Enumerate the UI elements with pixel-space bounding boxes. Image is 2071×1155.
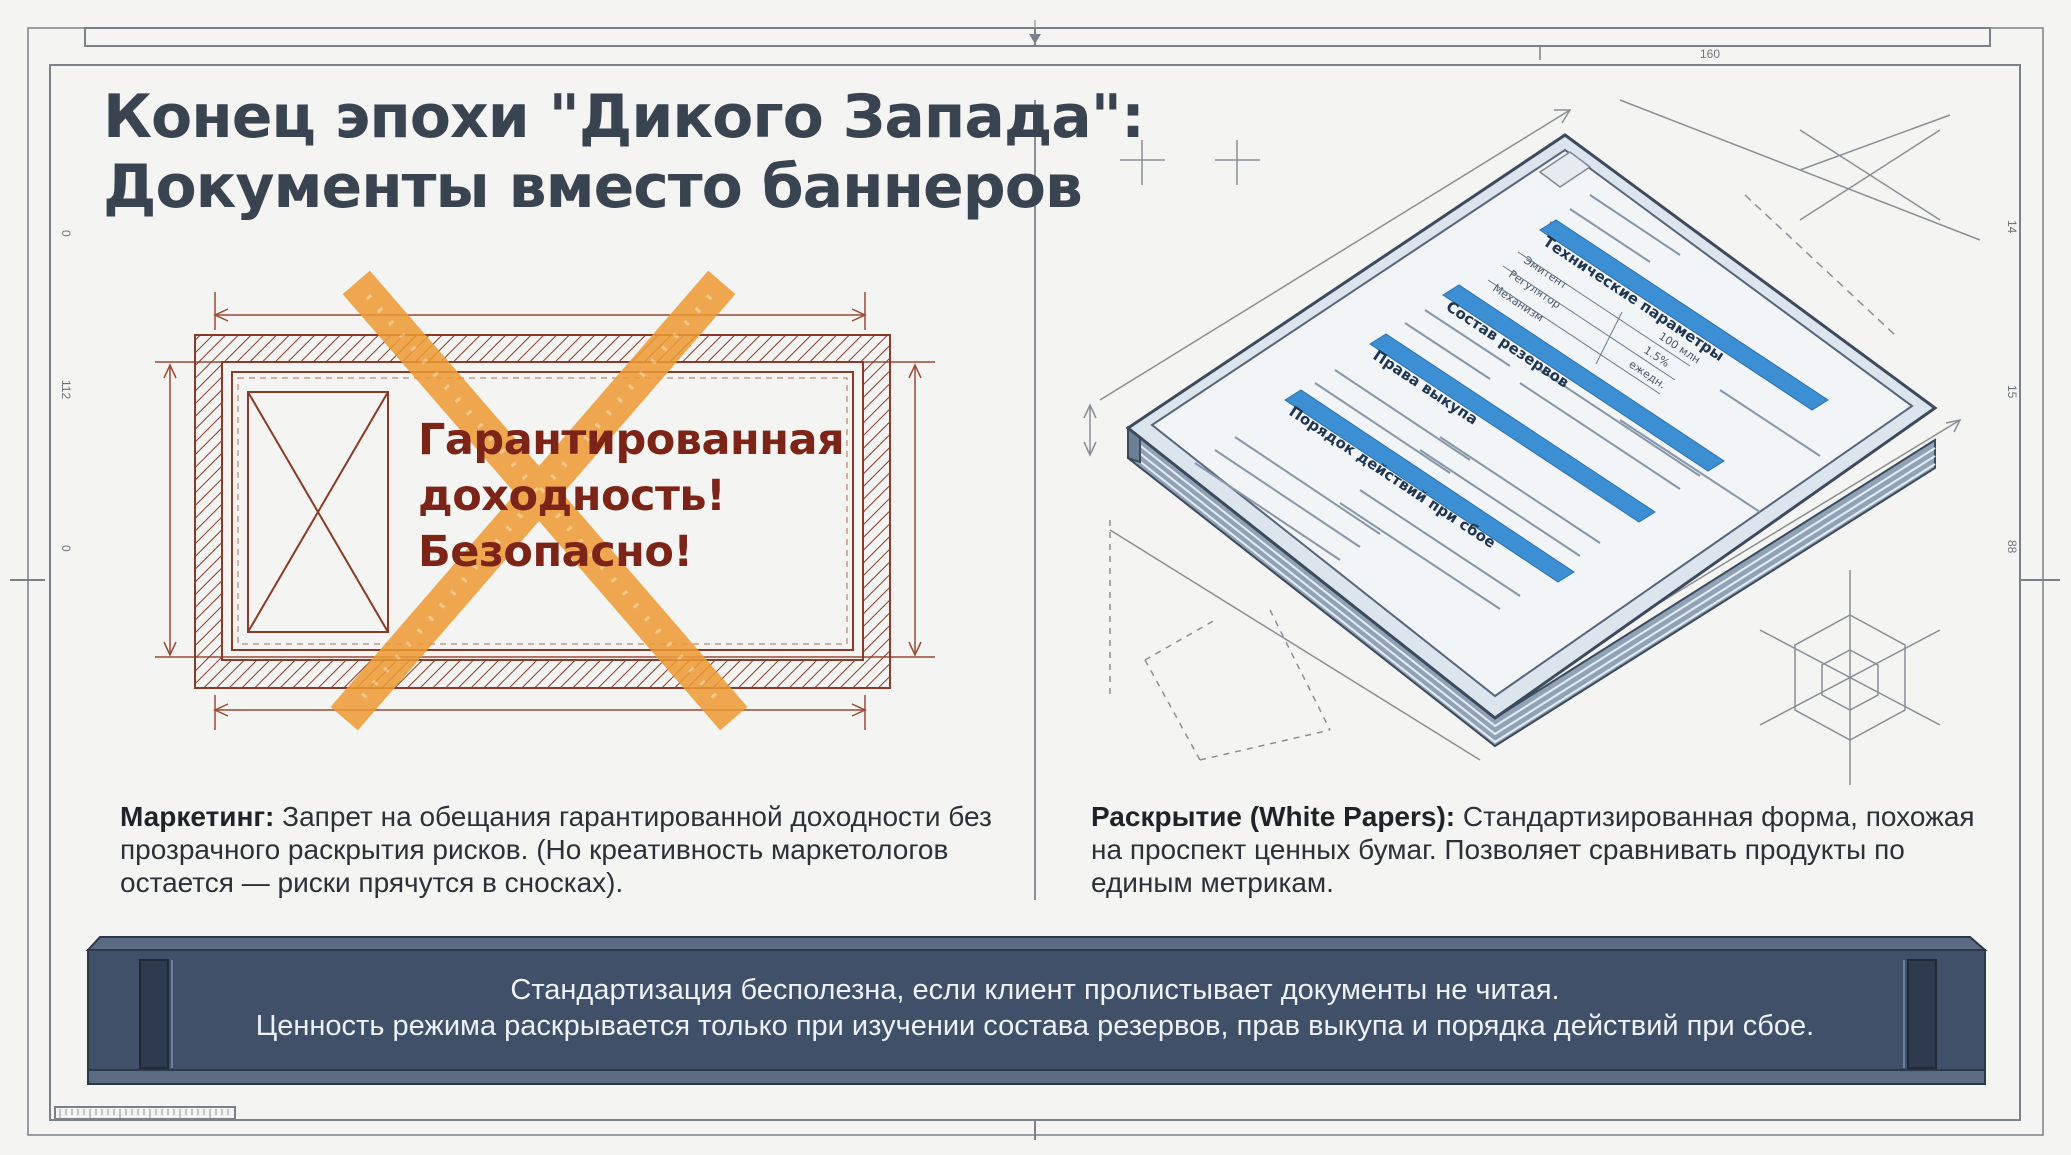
marketing-caption-text: Запрет на обещания гарантированной доход… bbox=[120, 801, 992, 898]
table-grid bbox=[1487, 251, 1691, 395]
hexagon-icon bbox=[1759, 570, 1941, 785]
banner-line-1: Гарантированная bbox=[418, 415, 845, 465]
banner-inner-frame bbox=[231, 371, 854, 651]
bottom-bar-line-2: Ценность режима раскрывается только при … bbox=[255, 1010, 1815, 1042]
white-paper-document: Технические параметры Состав резервов Пр… bbox=[1083, 99, 1981, 785]
banner-slogan: Гарантированная доходность! Безопасно! bbox=[418, 412, 845, 580]
title-line-2: Документы вместо баннеров bbox=[103, 152, 1083, 222]
ruler-right-mark-2: 15 bbox=[2005, 385, 2019, 399]
ruler-left-mark-3: 0 bbox=[59, 545, 73, 552]
blueprint-border bbox=[10, 20, 2060, 1140]
page-title: Конец эпохи "Дикого Запада": Документы в… bbox=[103, 82, 1145, 222]
marketing-caption: Маркетинг: Запрет на обещания гарантиров… bbox=[120, 800, 1020, 899]
ruler-right-mark-3: 88 bbox=[2005, 540, 2019, 554]
disclosure-caption-text: Стандартизированная форма, похожая на пр… bbox=[1091, 801, 1975, 898]
document-page bbox=[1150, 148, 1914, 698]
bottom-bar-line-1: Стандартизация бесполезна, если клиент п… bbox=[510, 974, 1560, 1006]
ruler-left-mark-2: 112 bbox=[59, 380, 73, 399]
bottom-beam bbox=[85, 936, 1988, 1085]
ruler-top-mark: 160 bbox=[1700, 47, 1720, 61]
ruler-labels: 160 0 112 0 14 15 88 bbox=[59, 47, 2019, 554]
image-placeholder-icon bbox=[247, 391, 389, 633]
banner-line-3: Безопасно! bbox=[418, 527, 693, 577]
bottom-bar-message: Стандартизация бесполезна, если клиент п… bbox=[140, 972, 1930, 1044]
marketing-caption-label: Маркетинг: bbox=[120, 801, 275, 832]
construction-lines bbox=[1083, 99, 1981, 761]
ruler-ticks bbox=[59, 1109, 229, 1119]
disclosure-caption: Раскрытие (White Papers): Стандартизиров… bbox=[1091, 800, 1991, 899]
cross-out-icon bbox=[330, 270, 748, 731]
ruler-right-mark-1: 14 bbox=[2005, 220, 2019, 234]
text-lines bbox=[1194, 194, 1821, 610]
banned-ad-banner bbox=[155, 270, 935, 731]
title-line-1: Конец эпохи "Дикого Запада": bbox=[103, 82, 1145, 152]
banner-line-2: доходность! bbox=[418, 471, 726, 521]
ruler-left-mark-1: 0 bbox=[59, 230, 73, 237]
disclosure-caption-label: Раскрытие (White Papers): bbox=[1091, 801, 1456, 832]
highlight-bars bbox=[1284, 219, 1829, 583]
